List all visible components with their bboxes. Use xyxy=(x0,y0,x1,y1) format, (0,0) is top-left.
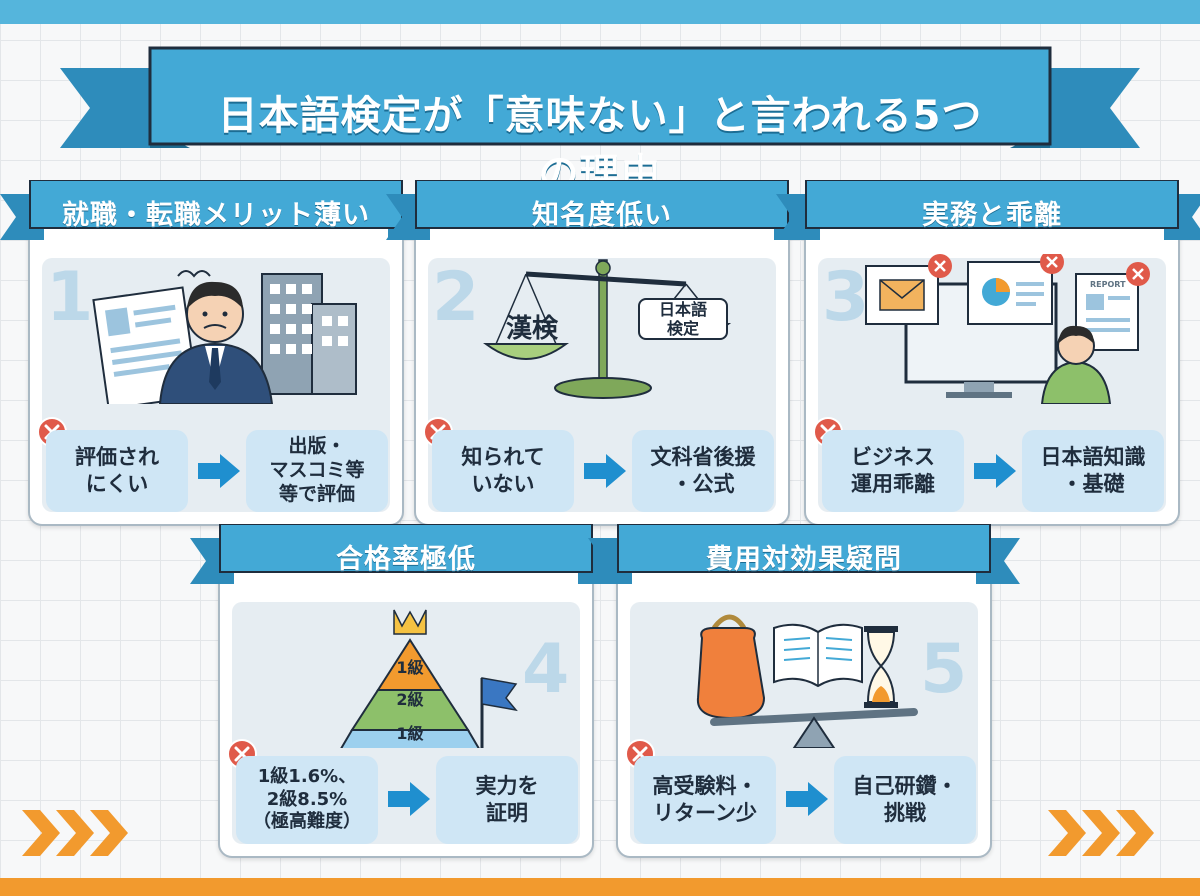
title-banner: 日本語検定が「意味ない」と言われる5つの理由 xyxy=(60,28,1140,197)
problem-box: 高受験料・ リターン少 xyxy=(634,756,776,844)
card-number: 5 xyxy=(920,630,968,709)
solution-box: 日本語知識 ・基礎 xyxy=(1022,430,1164,512)
scale-right-label: 日本語 検定 xyxy=(638,298,728,341)
arrow-right-icon xyxy=(786,782,828,816)
card-title: 知名度低い xyxy=(532,200,672,231)
page-title: 日本語検定が「意味ない」と言われる5つの理由 xyxy=(217,93,983,197)
pyramid-base-label: 1級 xyxy=(396,724,424,743)
arrow-right-icon xyxy=(388,782,430,816)
card-number: 2 xyxy=(432,258,480,337)
top-accent-bar xyxy=(0,0,1200,24)
card-ribbon xyxy=(776,180,1200,240)
pyramid-illustration xyxy=(340,609,518,748)
solution-box: 文科省後援 ・公式 xyxy=(632,430,774,512)
problem-box: 評価され にくい xyxy=(46,430,188,512)
reason-card-5: 費用対効果疑問 5 高受験料・ リターン少 自己研鑽・ 挑戦 xyxy=(588,524,1020,858)
title-ribbon-shape xyxy=(60,46,1140,148)
arrow-right-icon xyxy=(584,454,626,488)
problem-box: ビジネス 運用乖離 xyxy=(822,430,964,512)
card-title: 就職・転職メリット薄い xyxy=(62,200,370,231)
pyramid-mid-label: 2級 xyxy=(396,690,424,709)
card-number: 1 xyxy=(46,258,94,337)
chevron-decoration-right-icon xyxy=(1048,810,1154,856)
card-title: 合格率極低 xyxy=(336,544,476,575)
businessman-illustration xyxy=(92,270,357,404)
card-title: 費用対効果疑問 xyxy=(706,544,902,575)
solution-box: 実力を 証明 xyxy=(436,756,578,844)
card-ribbon xyxy=(190,524,622,584)
arrow-right-icon xyxy=(198,454,240,488)
reason-card-3: 実務と乖離 3 REPORT ビジネス 運用乖離 日本語知 xyxy=(776,180,1200,526)
cost-balance-illustration xyxy=(696,614,918,748)
problem-box: 知られて いない xyxy=(432,430,574,512)
pyramid-top-label: 1級 xyxy=(396,658,424,677)
report-label: REPORT xyxy=(1090,280,1126,289)
bottom-accent-bar xyxy=(0,878,1200,896)
card-number: 3 xyxy=(822,258,870,337)
solution-box: 出版・ マスコミ等 等で評価 xyxy=(246,430,388,512)
scale-left-label: 漢検 xyxy=(505,314,558,344)
card-title: 実務と乖離 xyxy=(922,200,1062,231)
reason-card-4: 合格率極低 4 1級 2級 1級 1級1.6%、 2級8.5% （極高難度） 実… xyxy=(190,524,622,858)
problem-box: 1級1.6%、 2級8.5% （極高難度） xyxy=(236,756,378,844)
reason-card-2: 知名度低い 2 漢検 日本語 検定 知られて いない 文科省後援 ・公式 xyxy=(386,180,818,526)
balance-scale-illustration xyxy=(482,259,732,399)
chevron-decoration-left-icon xyxy=(22,810,128,856)
solution-box: 自己研鑽・ 挑戦 xyxy=(834,756,976,844)
card-number: 4 xyxy=(522,630,570,709)
reason-card-1: 就職・転職メリット薄い 1 xyxy=(0,180,432,526)
office-work-illustration xyxy=(865,254,1150,404)
card-ribbon xyxy=(588,524,1020,584)
arrow-right-icon xyxy=(974,454,1016,488)
card-ribbon xyxy=(386,180,818,240)
